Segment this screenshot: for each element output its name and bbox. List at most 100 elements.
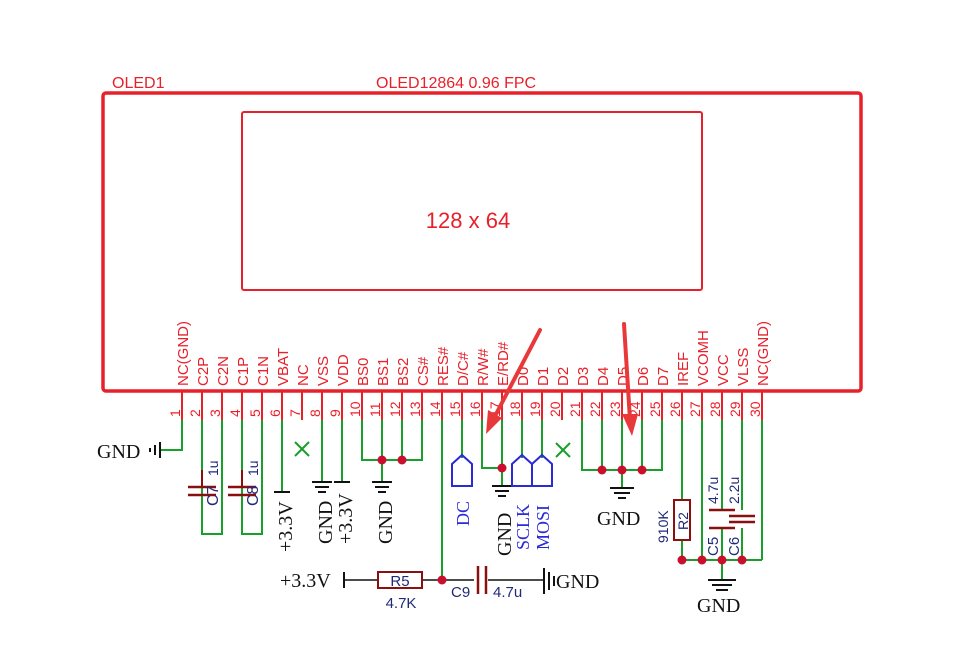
gnd-symbol-pin8: GND: [312, 481, 337, 544]
pin-number: 16: [467, 401, 483, 417]
annotation-arrows: [486, 322, 638, 436]
pin-number: 18: [507, 401, 523, 417]
pin-name: D7: [655, 367, 672, 386]
pin-number: 1: [167, 409, 183, 417]
pin-number: 12: [387, 401, 403, 417]
r2-ref: R2: [675, 512, 691, 530]
oled-body-outline: [101, 91, 863, 393]
dc-label: DC: [453, 501, 473, 526]
gnd-label-pin1: GND: [97, 441, 140, 463]
pin-name: VSS: [315, 356, 332, 386]
v33-label-bottom: +3.3V: [280, 570, 331, 592]
pin-name: NC(GND): [175, 321, 192, 386]
bottom-supply: +3.3V: [280, 570, 345, 592]
gnd-label-data: GND: [597, 508, 640, 530]
pin-name: D4: [595, 367, 612, 386]
gnd-symbol-bs: GND: [372, 481, 397, 544]
gnd-symbol-right: GND: [697, 579, 740, 617]
pin-number: 22: [587, 401, 603, 417]
pin-name: CS#: [415, 356, 432, 386]
pin-name: VCOMH: [695, 330, 712, 386]
gnd-symbol-rw: GND: [492, 485, 516, 556]
pin-name: C2N: [215, 356, 232, 386]
gnd-label-bs: GND: [375, 501, 397, 544]
pin-number: 9: [327, 409, 343, 417]
pin-name: C1P: [235, 357, 252, 386]
gnd-label-right: GND: [697, 595, 740, 617]
pin-number: 5: [247, 409, 263, 417]
pin-number: 28: [707, 401, 723, 417]
pin-number: 14: [427, 401, 443, 417]
gnd-label-c9: GND: [556, 571, 599, 593]
pin-number: 3: [207, 409, 223, 417]
pin-name: VLSS: [735, 348, 752, 386]
annotation-arrowhead-right: [622, 414, 638, 436]
resistor-r5: R5 4.7K: [377, 571, 423, 612]
c5-ref: C5: [705, 537, 722, 556]
pin-name: BS0: [355, 358, 372, 386]
pin-number: 26: [667, 401, 683, 417]
pin-name: C1N: [255, 356, 272, 386]
gnd-symbol-pin1: GND: [97, 441, 161, 463]
pin-name: NC: [295, 364, 312, 386]
pin-number: 6: [267, 409, 283, 417]
pin-number: 21: [567, 401, 583, 417]
c7-ref: C7: [205, 485, 222, 506]
vcc-symbol-pin6: +3.3V: [274, 491, 297, 552]
no-connect-markers: [294, 441, 571, 458]
pin-name: VCC: [715, 354, 732, 386]
c7-value: 1u: [205, 460, 221, 476]
capacitor-c7: C7 1u: [188, 460, 222, 506]
pin-name: R/W#: [475, 348, 492, 386]
pin-name: NC(GND): [755, 321, 772, 386]
component-value: OLED12864 0.96 FPC: [376, 75, 536, 92]
display-area-outline: [241, 111, 703, 291]
gnd-symbol-c9: GND: [543, 568, 599, 594]
capacitor-c9: C9 4.7u: [451, 566, 522, 601]
pin-name: RES#: [435, 346, 452, 386]
pin-name: C2P: [195, 357, 212, 386]
pin-name: VDD: [335, 354, 352, 386]
pin-group: 1NC(GND)2C2P3C2N4C1P5C1N6VBAT7NC8VSS9VDD…: [167, 321, 772, 420]
pin-number: 11: [367, 402, 383, 417]
pin-number: 20: [547, 401, 563, 417]
pin-number: 8: [307, 409, 323, 417]
pin-name: D2: [555, 367, 572, 386]
sclk-label: SCLK: [513, 504, 533, 550]
net-label-dc: DC: [451, 453, 473, 526]
annotation-arrow-right: [622, 322, 632, 422]
pin-number: 15: [447, 401, 463, 417]
r2-value: 910K: [655, 510, 671, 543]
c8-value: 1u: [245, 460, 261, 476]
pin-number: 4: [227, 409, 243, 417]
junction-dots: [377, 455, 747, 585]
pin-number: 10: [347, 401, 363, 417]
c6-value: 2.2u: [726, 477, 742, 504]
pin-name: BS1: [375, 358, 392, 386]
pin-name: BS2: [395, 358, 412, 386]
capacitor-c6: C6 2.2u: [726, 477, 755, 556]
r5-value: 4.7K: [386, 595, 417, 612]
c8-ref: C8: [245, 485, 262, 506]
net-label-mosi: MOSI: [531, 453, 553, 550]
annotation-arrow-left: [492, 328, 542, 420]
capacitor-c8: C8 1u: [228, 460, 262, 506]
pin-name: E/RD#: [495, 341, 512, 386]
pin-number: 25: [647, 401, 663, 417]
pin-name: VBAT: [275, 348, 292, 386]
pin-number: 29: [727, 401, 743, 417]
pin-number: 27: [687, 401, 703, 417]
component-ref: OLED1: [112, 75, 165, 92]
v33-label-pin6: +3.3V: [275, 501, 297, 552]
net-label-sclk: SCLK: [511, 453, 533, 550]
c9-value: 4.7u: [493, 584, 522, 601]
r5-ref: R5: [390, 573, 409, 590]
resistor-r2: R2 910K: [655, 499, 691, 543]
pin-number: 30: [747, 401, 763, 417]
pin-name: IREF: [675, 352, 692, 386]
gnd-label-rw: GND: [494, 513, 516, 556]
pin-number: 19: [527, 401, 543, 417]
pin-name: D6: [635, 367, 652, 386]
